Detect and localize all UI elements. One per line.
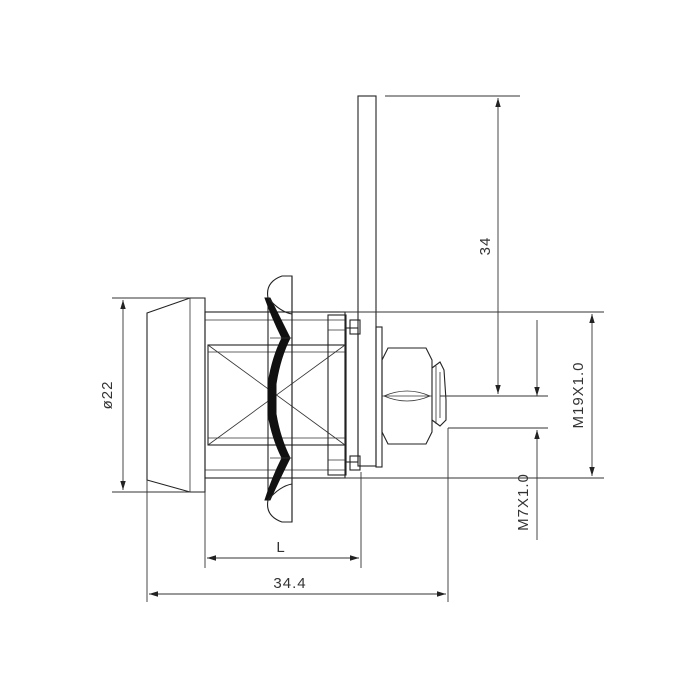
cam-height-label: 34	[477, 237, 494, 256]
lock-head	[146, 297, 206, 493]
extension-lines	[112, 95, 604, 602]
cam-plate	[357, 95, 383, 468]
total-length-label: 34.4	[273, 575, 306, 592]
dimension-total-length: 34.4	[149, 575, 446, 597]
diameter-label: ø22	[99, 381, 116, 410]
dimension-length: L	[207, 539, 359, 561]
dimension-thread-minor: M7X1.0	[449, 320, 548, 540]
lock-nut	[264, 275, 293, 523]
thread-minor-label: M7X1.0	[515, 473, 532, 531]
dimension-thread-major: M19X1.0	[570, 314, 595, 476]
cam-screw-nut	[381, 347, 447, 445]
dimension-diameter: ø22	[99, 300, 126, 490]
length-label: L	[276, 539, 285, 556]
dimension-cam-height: 34	[477, 98, 501, 394]
thread-major-label: M19X1.0	[570, 361, 587, 428]
